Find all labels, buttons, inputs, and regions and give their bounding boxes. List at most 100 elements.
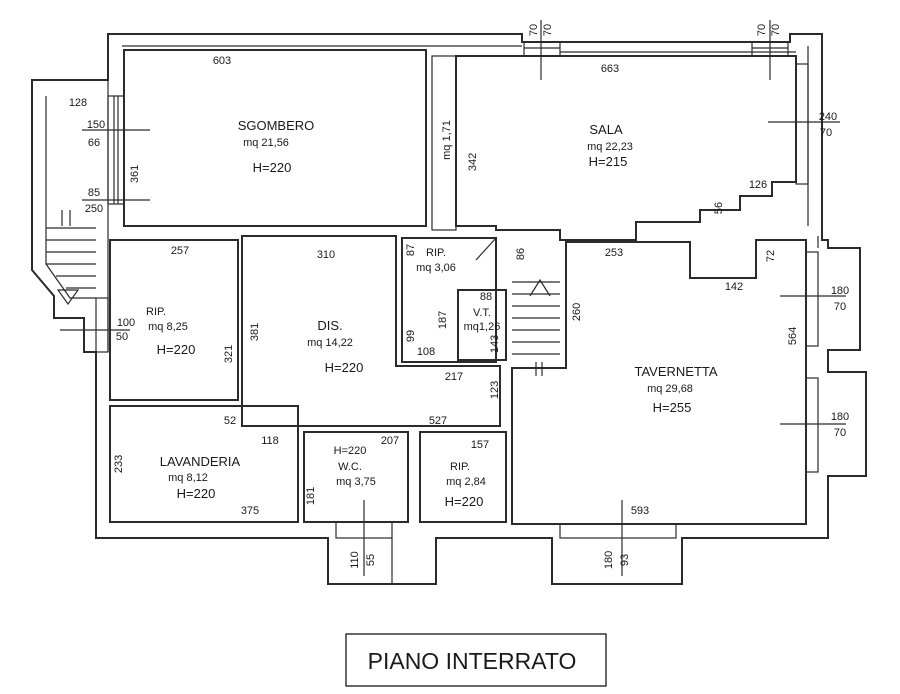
dim-187: 187 <box>437 311 449 329</box>
dim-108: 108 <box>417 346 435 358</box>
dim-361: 361 <box>129 165 141 183</box>
area-wc: mq 3,75 <box>336 476 376 488</box>
room-sala <box>455 55 797 241</box>
dim-87: 87 <box>405 244 417 256</box>
dim-128: 128 <box>69 97 87 109</box>
dim-88: 88 <box>480 291 492 303</box>
dim-70e: 70 <box>820 127 832 139</box>
page-title: PIANO INTERRATO <box>368 648 577 674</box>
dim-253: 253 <box>605 247 623 259</box>
area-sala: mq 22,23 <box>587 141 633 153</box>
room-dis <box>241 235 501 427</box>
label-sala: SALA <box>589 122 623 137</box>
height-dis: H=220 <box>325 360 364 375</box>
room-lavanderia <box>109 405 299 523</box>
dim-143: 143 <box>489 335 501 353</box>
height-sala: H=215 <box>589 154 628 169</box>
dim-217: 217 <box>445 371 463 383</box>
label-rip-bottom: RIP. <box>450 461 470 473</box>
dim-310: 310 <box>317 249 335 261</box>
title-box <box>345 633 607 687</box>
dim-180b: 180 <box>831 411 849 423</box>
dim-157: 157 <box>471 439 489 451</box>
window-sgombero <box>107 95 125 205</box>
dim-70b: 70 <box>542 24 554 36</box>
height-tavernetta: H=255 <box>653 400 692 415</box>
window-rip-left <box>95 297 109 353</box>
dim-233: 233 <box>113 455 125 473</box>
label-wc: W.C. <box>338 461 362 473</box>
window-sala-1 <box>523 41 561 57</box>
dim-85: 85 <box>88 187 100 199</box>
area-sgombero: mq 21,56 <box>243 137 289 149</box>
dim-260: 260 <box>571 303 583 321</box>
dim-180c: 180 <box>603 551 615 569</box>
dim-100: 100 <box>117 317 135 329</box>
dim-257: 257 <box>171 245 189 257</box>
column-sala <box>431 55 457 231</box>
dim-70d: 70 <box>770 24 782 36</box>
area-tavernetta: mq 29,68 <box>647 383 693 395</box>
height-sgombero: H=220 <box>253 160 292 175</box>
area-rip-left: mq 8,25 <box>148 321 188 333</box>
dim-70f: 70 <box>834 301 846 313</box>
window-tavernetta-3 <box>559 523 677 539</box>
height-rip-left: H=220 <box>157 342 196 357</box>
dim-52: 52 <box>224 415 236 427</box>
dim-171: mq 1,71 <box>441 120 453 160</box>
dim-381: 381 <box>249 323 261 341</box>
dim-150: 150 <box>87 119 105 131</box>
dim-118: 118 <box>261 435 279 447</box>
dim-564: 564 <box>787 327 799 345</box>
label-rip-left: RIP. <box>146 306 166 318</box>
window-sala-3 <box>795 63 809 185</box>
height-wc: H=220 <box>334 445 367 457</box>
dim-66: 66 <box>88 137 100 149</box>
label-dis: DIS. <box>317 318 342 333</box>
label-tavernetta: TAVERNETTA <box>634 364 717 379</box>
area-rip-bottom: mq 2,84 <box>446 476 486 488</box>
dim-181: 181 <box>305 487 317 505</box>
dim-55: 55 <box>365 554 377 566</box>
dim-93: 93 <box>619 554 631 566</box>
room-rip-left <box>109 239 239 401</box>
dim-70c: 70 <box>756 24 768 36</box>
dim-207: 207 <box>381 435 399 447</box>
stairs-middle <box>475 236 560 376</box>
dim-86: 86 <box>515 248 527 260</box>
stairs-left <box>46 210 96 306</box>
window-tavernetta-2 <box>805 377 819 473</box>
height-rip-bottom: H=220 <box>445 494 484 509</box>
label-sgombero: SGOMBERO <box>238 118 315 133</box>
room-tavernetta <box>511 239 807 525</box>
window-tavernetta-1 <box>805 251 819 347</box>
label-lavanderia: LAVANDERIA <box>160 454 241 469</box>
room-rip-bottom <box>419 431 507 523</box>
dim-593: 593 <box>631 505 649 517</box>
dim-142: 142 <box>725 281 743 293</box>
area-lavanderia: mq 8,12 <box>168 472 208 484</box>
room-vt <box>457 289 507 361</box>
dim-70a: 70 <box>528 24 540 36</box>
outer-wall-outline <box>31 33 867 585</box>
dim-250: 250 <box>85 203 103 215</box>
dim-375: 375 <box>241 505 259 517</box>
area-dis: mq 14,22 <box>307 337 353 349</box>
area-rip-small: mq 3,06 <box>416 262 456 274</box>
dim-603: 603 <box>213 55 231 67</box>
dim-126: 126 <box>749 179 767 191</box>
label-rip-small: RIP. <box>426 247 446 259</box>
dim-663: 663 <box>601 63 619 75</box>
area-vt: mq1,26 <box>464 321 501 333</box>
dim-342: 342 <box>467 153 479 171</box>
room-rip-small <box>401 237 497 363</box>
dim-72: 72 <box>765 250 777 262</box>
dim-99: 99 <box>405 330 417 342</box>
dim-527: 527 <box>429 415 447 427</box>
label-vt: V.T. <box>473 307 491 319</box>
dim-70g: 70 <box>834 427 846 439</box>
dim-123: 123 <box>489 381 501 399</box>
dim-321: 321 <box>223 345 235 363</box>
dim-180a: 180 <box>831 285 849 297</box>
